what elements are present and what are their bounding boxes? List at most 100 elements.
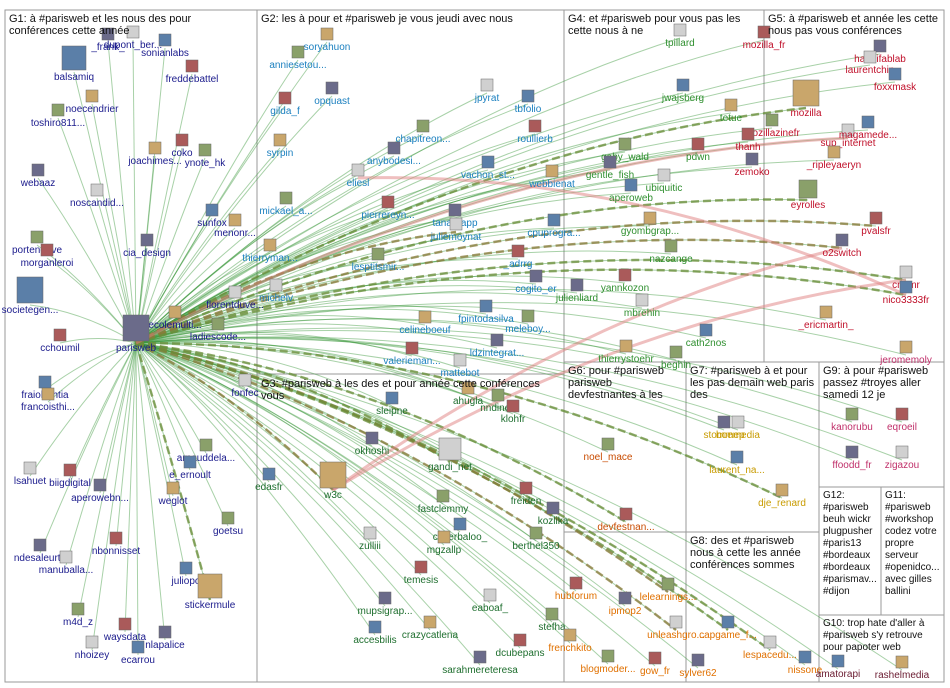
graph-node[interactable]: _adrrg (503, 244, 533, 270)
graph-node[interactable]: nissone (788, 650, 823, 676)
graph-node[interactable]: julienliard (555, 278, 598, 304)
graph-node[interactable]: balsamiq (54, 45, 94, 83)
graph-node[interactable]: mbrehin (624, 293, 660, 319)
graph-node[interactable]: mozilla_fr (743, 25, 786, 51)
graph-node[interactable]: mgzallp (427, 530, 462, 556)
graph-node[interactable]: weglot (158, 481, 188, 507)
graph-node[interactable]: thierryman... (242, 238, 298, 264)
graph-node[interactable]: ffoodd_fr (832, 445, 872, 471)
graph-node[interactable]: magamede... (839, 115, 897, 141)
graph-node[interactable]: pvalsfr (861, 211, 891, 237)
graph-node[interactable]: cyberbaloo_ (433, 517, 488, 543)
graph-node[interactable]: juliopo (171, 561, 201, 587)
graph-node[interactable]: francoisthi... (21, 387, 75, 413)
graph-node[interactable]: stommep (703, 415, 745, 441)
graph-node[interactable]: anniesetou... (269, 45, 327, 71)
graph-node[interactable]: klohfr (501, 399, 526, 425)
graph-node[interactable]: ahugla (453, 381, 483, 407)
graph-node[interactable]: gilda_f (270, 91, 300, 117)
graph-node[interactable]: m4d_z (63, 602, 93, 628)
graph-node[interactable]: webbienat (528, 164, 575, 190)
graph-node[interactable]: jwajsberg (661, 78, 704, 104)
graph-node[interactable]: gandi_net (428, 437, 472, 473)
graph-node[interactable]: _ericmartin_ (797, 305, 854, 331)
graph-node[interactable]: menonr... (214, 213, 256, 239)
graph-node[interactable]: capgame_f... (699, 615, 757, 641)
graph-node[interactable]: waysdata (103, 617, 147, 643)
graph-node[interactable]: stickermule (185, 573, 236, 611)
graph-node[interactable]: pdwn (686, 137, 710, 163)
graph-node[interactable]: dje_renard (758, 483, 806, 509)
graph-node[interactable]: mattebot (441, 353, 480, 379)
graph-node[interactable]: frenchkito (548, 628, 592, 654)
graph-node[interactable]: freddebattel (166, 59, 219, 85)
graph-node[interactable]: jeromemoly (879, 340, 932, 366)
graph-node[interactable]: roullierb (517, 119, 553, 145)
graph-node[interactable]: thanh (735, 127, 761, 153)
graph-node[interactable]: webaaz (20, 163, 55, 189)
graph-node[interactable]: mupsigrap... (357, 591, 413, 617)
graph-node[interactable]: sylver62 (679, 653, 717, 679)
graph-node[interactable]: fonfec (231, 373, 259, 399)
graph-node[interactable]: anybodesi... (367, 141, 421, 167)
graph-node[interactable]: ipmop2 (609, 591, 642, 617)
graph-node[interactable]: mickael_a... (259, 191, 313, 217)
graph-node[interactable]: w3c (319, 461, 347, 501)
graph-node[interactable]: temesis (404, 560, 438, 586)
graph-node[interactable]: syrpin (267, 133, 294, 159)
graph-node[interactable]: fastclemmy (418, 489, 469, 515)
graph-node[interactable]: joachimes... (127, 141, 182, 167)
graph-node[interactable]: cpuprogra... (527, 213, 581, 239)
graph-node[interactable]: e_ernoult (169, 455, 211, 481)
graph-node[interactable]: aperoweb (609, 178, 653, 204)
graph-node[interactable]: societegen... (2, 276, 59, 316)
graph-node[interactable]: kozlika (538, 501, 569, 527)
graph-node[interactable]: foxxmask (874, 67, 917, 93)
graph-node[interactable]: zulliii (359, 526, 381, 552)
graph-node[interactable]: gyombgrap... (621, 211, 679, 237)
graph-node[interactable]: tbfolio (515, 89, 542, 115)
graph-node[interactable]: biigdigital (49, 463, 91, 489)
graph-node[interactable]: nndinen (480, 388, 516, 414)
graph-node[interactable]: lsahuet (14, 461, 46, 487)
graph-node[interactable]: parisweb (116, 314, 156, 354)
graph-node[interactable]: handifablab (854, 39, 906, 65)
graph-node[interactable]: edasfr (255, 467, 284, 493)
graph-node[interactable]: ecolemulti... (148, 305, 202, 331)
graph-node[interactable]: gentle_fish (586, 155, 634, 181)
graph-node[interactable]: nhoizey (75, 635, 109, 661)
graph-node[interactable]: lespacedu... (743, 635, 797, 661)
graph-node[interactable]: nbonnisset (92, 531, 141, 557)
graph-node[interactable]: dcubepans (496, 633, 545, 659)
graph-node[interactable]: hubforum (555, 576, 597, 602)
graph-node[interactable]: ndesaleurth (14, 538, 66, 564)
graph-node[interactable]: goetsu (213, 511, 243, 537)
graph-node[interactable]: blogmoder... (580, 649, 636, 675)
graph-node[interactable]: eaboaf_ (472, 588, 509, 614)
graph-node[interactable]: celineboeuf (399, 310, 451, 336)
graph-node[interactable]: aperowebn... (71, 478, 129, 504)
graph-node[interactable]: sunfox (197, 203, 227, 229)
graph-node[interactable]: gaby_wald (601, 137, 649, 163)
graph-node[interactable]: dupont_ber... (104, 25, 162, 51)
graph-node[interactable]: opquast (314, 81, 350, 107)
graph-node[interactable]: tpillard (665, 23, 695, 49)
graph-node[interactable]: morganleroi (21, 243, 74, 269)
graph-node[interactable]: porteneuve (12, 230, 62, 256)
graph-node[interactable]: berthel350 (512, 526, 560, 552)
graph-node[interactable]: eyrolles (791, 179, 825, 211)
graph-node[interactable]: rashelmedia (875, 655, 930, 681)
graph-node[interactable]: soryahuon (304, 27, 351, 53)
graph-node[interactable]: valerieman... (383, 341, 441, 367)
graph-node[interactable]: coko (171, 133, 193, 159)
graph-node[interactable]: cia_design (123, 233, 171, 259)
graph-node[interactable]: cogito_er (515, 269, 557, 295)
graph-node[interactable]: ladiescode... (190, 317, 246, 343)
graph-node[interactable]: michelv (259, 278, 293, 304)
graph-node[interactable]: ecarrou (121, 640, 155, 666)
graph-node[interactable]: okhoshi (355, 431, 389, 457)
graph-node[interactable]: arnauddela... (177, 438, 235, 464)
graph-node[interactable]: meleboy... (505, 309, 551, 335)
graph-node[interactable]: accesbilis (353, 620, 397, 646)
graph-node[interactable]: juliemoynat (430, 217, 482, 243)
